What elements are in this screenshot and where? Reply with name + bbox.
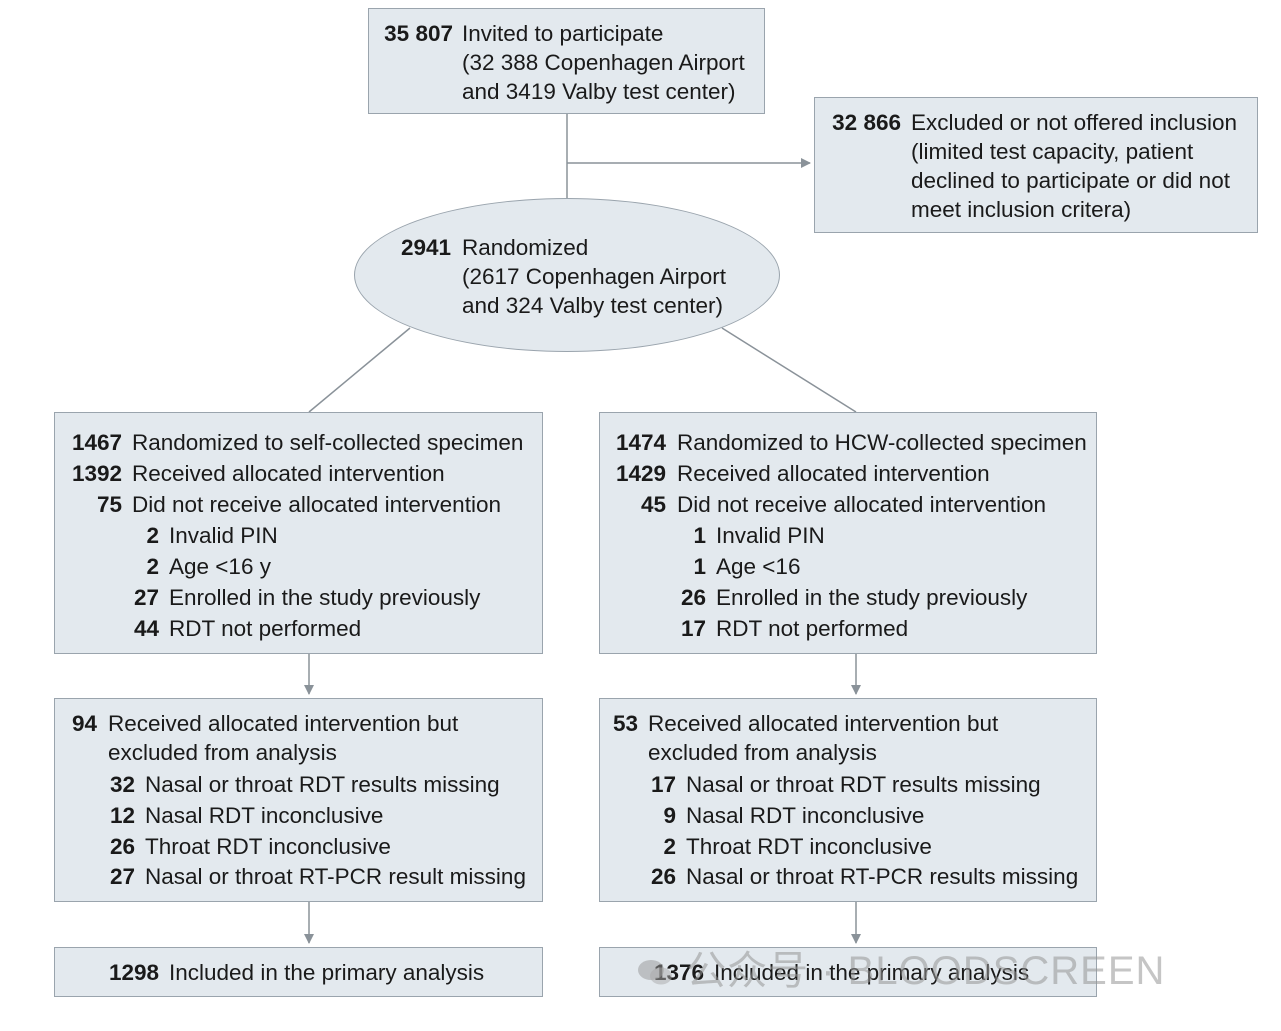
excluded-reason-label: Throat RDT inconclusive	[145, 834, 391, 859]
connector-randomized-right	[721, 327, 857, 413]
alloc-count: 1392	[71, 461, 122, 486]
excluded-analysis-label: Received allocated intervention but	[108, 711, 459, 736]
invited-box: 35 807 Invited to participate (32 388 Co…	[368, 8, 765, 114]
excluded-analysis-count: 94	[71, 711, 97, 736]
alloc-subcount: 2	[146, 523, 159, 548]
hcw-collected-primary-analysis-box: 1376 Included in the primary analysis	[599, 947, 1097, 997]
wechat-icon	[638, 960, 672, 985]
excluded-reason-label: Nasal RDT inconclusive	[686, 803, 925, 828]
randomized-line: Randomized	[462, 235, 589, 260]
invited-line: and 3419 Valby test center)	[462, 79, 736, 104]
excluded-reason-label: Nasal or throat RDT results missing	[686, 772, 1041, 797]
alloc-count: 45	[640, 492, 666, 517]
alloc-subcount: 1	[693, 523, 706, 548]
excluded-line: (limited test capacity, patient	[911, 139, 1194, 164]
excluded-analysis-label: Received allocated intervention but	[648, 711, 999, 736]
excluded-reason-count: 12	[109, 803, 135, 828]
alloc-subcount: 2	[146, 554, 159, 579]
invited-count: 35 807	[384, 21, 453, 46]
alloc-subcount: 17	[680, 616, 706, 641]
hcw-collected-allocation-box: 1474 Randomized to HCW-collected specime…	[599, 412, 1097, 654]
alloc-count: 75	[96, 492, 122, 517]
excluded-reason-count: 9	[663, 803, 676, 828]
alloc-sublabel: RDT not performed	[716, 616, 909, 641]
excluded-reason-count: 17	[650, 772, 676, 797]
self-collected-excluded-box: 94 Received allocated intervention but e…	[54, 698, 543, 902]
excluded-count: 32 866	[832, 110, 901, 135]
excluded-analysis-label: excluded from analysis	[648, 740, 877, 765]
alloc-subcount: 26	[680, 585, 706, 610]
excluded-line: declined to participate or did not	[911, 168, 1230, 193]
randomized-line: (2617 Copenhagen Airport	[462, 264, 726, 289]
excluded-line: Excluded or not offered inclusion	[911, 110, 1238, 135]
alloc-subcount: 1	[693, 554, 706, 579]
excluded-reason-label: Nasal or throat RT-PCR result missing	[145, 864, 526, 889]
watermark-text: 公众号 · BLOODSCREEN	[686, 949, 1166, 993]
alloc-label: Randomized to self-collected specimen	[132, 430, 524, 455]
alloc-sublabel: Age <16 y	[169, 554, 271, 579]
alloc-sublabel: Invalid PIN	[169, 523, 278, 548]
alloc-label: Did not receive allocated intervention	[677, 492, 1046, 517]
alloc-label: Did not receive allocated intervention	[132, 492, 501, 517]
alloc-sublabel: Invalid PIN	[716, 523, 825, 548]
watermark: 公众号 · BLOODSCREEN	[636, 938, 1165, 996]
alloc-sublabel: Age <16	[716, 554, 801, 579]
randomized-ellipse: 2941 Randomized (2617 Copenhagen Airport…	[354, 198, 780, 352]
excluded-reason-label: Nasal RDT inconclusive	[145, 803, 384, 828]
excluded-reason-count: 26	[650, 864, 676, 889]
excluded-box: 32 866 Excluded or not offered inclusion…	[814, 97, 1258, 233]
alloc-label: Received allocated intervention	[677, 461, 990, 486]
alloc-sublabel: RDT not performed	[169, 616, 362, 641]
self-collected-primary-analysis-box: 1298 Included in the primary analysis	[54, 947, 543, 997]
self-collected-allocation-box: 1467 Randomized to self-collected specim…	[54, 412, 543, 654]
alloc-label: Received allocated intervention	[132, 461, 445, 486]
alloc-subcount: 27	[133, 585, 159, 610]
alloc-sublabel: Enrolled in the study previously	[169, 585, 481, 610]
hcw-collected-excluded-box: 53 Received allocated intervention but e…	[599, 698, 1097, 902]
alloc-sublabel: Enrolled in the study previously	[716, 585, 1028, 610]
alloc-count: 1467	[71, 430, 122, 455]
alloc-label: Randomized to HCW-collected specimen	[677, 430, 1087, 455]
excluded-reason-count: 2	[663, 834, 676, 859]
excluded-reason-count: 27	[109, 864, 135, 889]
invited-line: Invited to participate	[462, 21, 664, 46]
alloc-count: 1474	[615, 430, 666, 455]
alloc-subcount: 44	[133, 616, 159, 641]
excluded-analysis-label: excluded from analysis	[108, 740, 337, 765]
excluded-reason-label: Throat RDT inconclusive	[686, 834, 932, 859]
invited-line: (32 388 Copenhagen Airport	[462, 50, 745, 75]
primary-analysis-label: Included in the primary analysis	[169, 960, 485, 985]
primary-analysis-label: Included in the primary analysis	[714, 960, 1030, 985]
randomized-count: 2941	[400, 235, 451, 260]
connector-randomized-left	[308, 327, 411, 413]
primary-analysis-count: 1298	[108, 960, 159, 985]
alloc-count: 1429	[615, 461, 666, 486]
randomized-line: and 324 Valby test center)	[462, 293, 723, 318]
excluded-reason-count: 26	[109, 834, 135, 859]
excluded-reason-count: 32	[109, 772, 135, 797]
excluded-reason-label: Nasal or throat RT-PCR results missing	[686, 864, 1079, 889]
excluded-line: meet inclusion critera)	[911, 197, 1132, 222]
excluded-reason-label: Nasal or throat RDT results missing	[145, 772, 500, 797]
excluded-analysis-count: 53	[612, 711, 638, 736]
